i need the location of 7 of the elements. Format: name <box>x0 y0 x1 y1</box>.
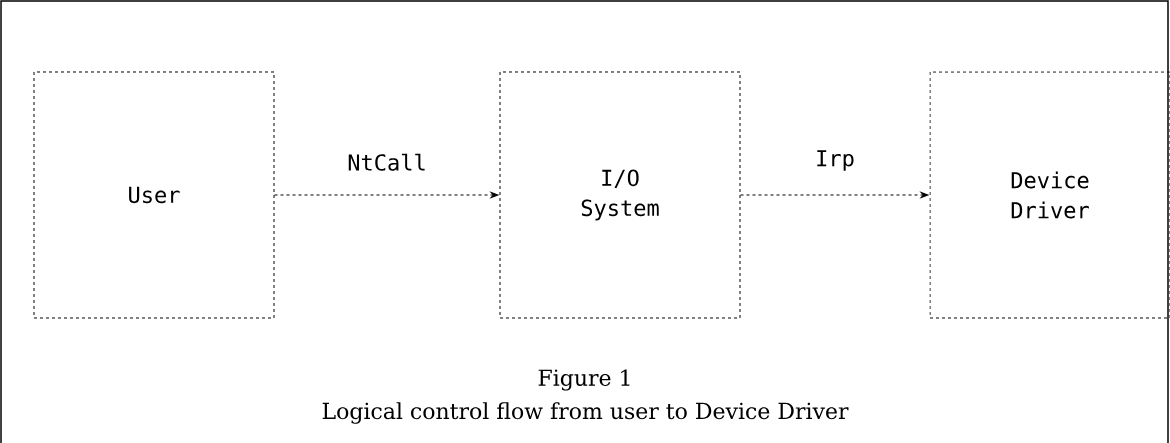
caption-text: Logical control flow from user to Device Driver <box>322 402 849 424</box>
caption-text: Figure 1 <box>538 369 630 391</box>
process-box: I/O System <box>499 71 741 319</box>
process-box: Device Driver <box>929 71 1170 319</box>
edge-label: Irp <box>817 150 854 171</box>
edge-label: NtCall <box>348 153 425 171</box>
process-box: User <box>33 71 275 319</box>
